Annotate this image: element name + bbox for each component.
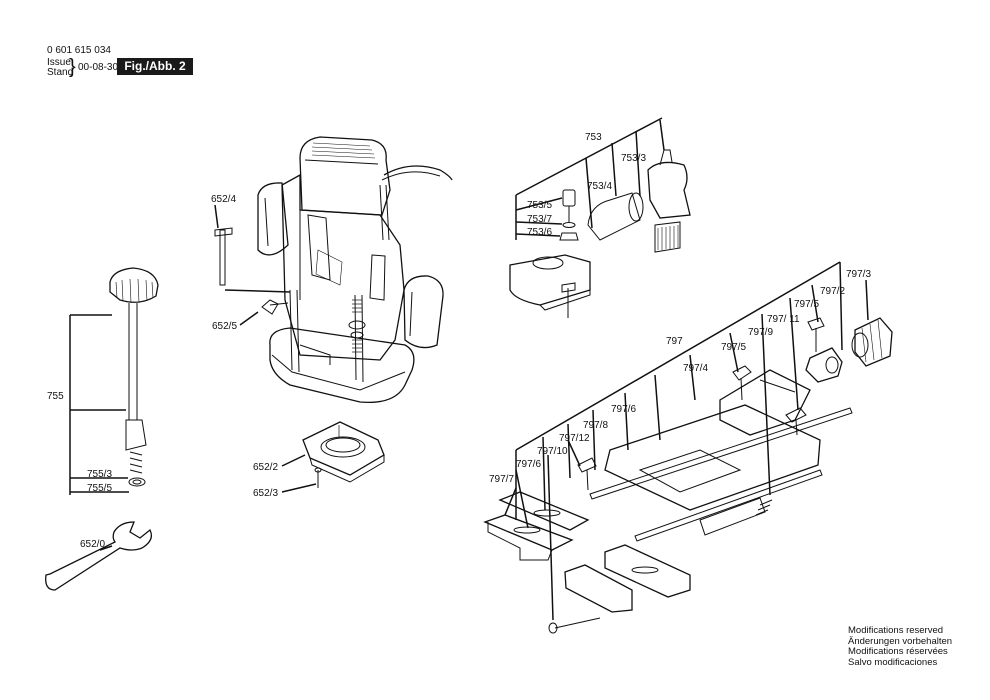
callout-652-2: 652/2 [253, 462, 278, 473]
callout-797-6-lower: 797/6 [516, 459, 541, 470]
router-body [257, 136, 453, 404]
callout-652-0: 652/0 [80, 539, 105, 550]
callout-753-4: 753/4 [587, 181, 612, 192]
guide-ring [302, 421, 385, 488]
callout-753: 753 [585, 132, 602, 143]
callout-652-4: 652/4 [211, 194, 236, 205]
callout-797-8: 797/8 [583, 420, 608, 431]
parallel-guide [483, 317, 893, 634]
callout-797-4: 797/4 [683, 363, 708, 374]
note-line-en: Modifications reserved [848, 625, 944, 636]
part-number: 0 601 615 034 [47, 45, 111, 56]
note-line-fr: Modifications réservées [848, 646, 948, 657]
callout-797-5-lower: 797/5 [721, 342, 746, 353]
callout-797-12: 797/12 [559, 433, 590, 444]
callout-797: 797 [666, 336, 683, 347]
callout-753-6: 753/6 [527, 227, 552, 238]
spanner-wrench [45, 521, 153, 591]
leader-lines [69, 117, 869, 621]
callout-797-6-upper: 797/6 [611, 404, 636, 415]
callout-797-5-upper: 797/5 [794, 299, 819, 310]
pin-652-4 [214, 227, 233, 286]
callout-797-3: 797/3 [846, 269, 871, 280]
brace-glyph: } [69, 56, 76, 78]
callout-797-9: 797/9 [748, 327, 773, 338]
issue-date: 00-08-30 [78, 62, 119, 73]
stand-label: Stand [47, 67, 74, 78]
note-line-de: Änderungen vorbehalten [848, 635, 953, 647]
callout-797-7: 797/7 [489, 474, 514, 485]
figure-label: Fig./Abb. 2 [117, 58, 193, 75]
callout-797-11: 797/ 11 [767, 314, 800, 325]
modification-notes: Modifications reserved Änderungen vorbeh… [848, 625, 953, 668]
callout-652-3: 652/3 [253, 488, 278, 499]
callout-753-7: 753/7 [527, 214, 552, 225]
callout-797-2: 797/2 [820, 286, 845, 297]
depth-rod [109, 267, 159, 487]
callout-652-5: 652/5 [212, 321, 237, 332]
issue-label: Issue [47, 57, 71, 68]
callout-797-10: 797/10 [537, 446, 568, 457]
callout-753-3: 753/3 [621, 153, 646, 164]
callout-755: 755 [47, 391, 64, 402]
callout-755-3: 755/3 [87, 469, 112, 480]
dust-adapter [509, 149, 691, 318]
note-line-es: Salvo modificaciones [848, 656, 938, 668]
callout-755-5: 755/5 [87, 483, 112, 494]
callout-753-5: 753/5 [527, 200, 552, 211]
